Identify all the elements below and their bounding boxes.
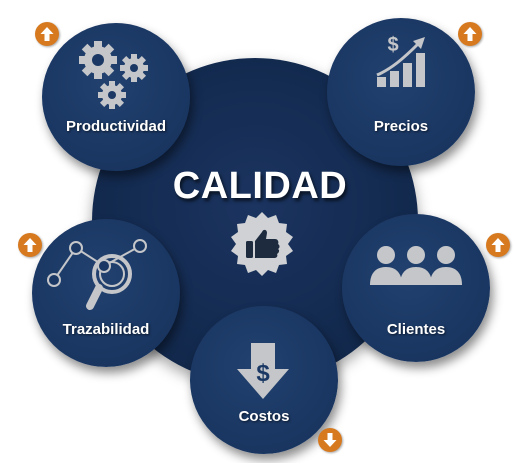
node-productividad-label: Productividad — [65, 118, 166, 135]
dollar-down-arrow-icon: $ — [237, 343, 289, 399]
node-precios-label: Precios — [373, 118, 429, 135]
svg-text:$: $ — [256, 360, 270, 387]
trend-down-icon — [318, 428, 342, 452]
node-clientes-label: Clientes — [386, 321, 446, 338]
node-precios — [327, 18, 475, 166]
svg-text:$: $ — [387, 34, 398, 56]
node-clientes — [342, 214, 490, 362]
hub-title: CALIDAD — [172, 165, 348, 207]
network-magnifier-icon — [47, 239, 147, 310]
trend-up-icon — [18, 233, 42, 257]
people-group-icon — [370, 246, 462, 285]
trend-up-icon — [486, 233, 510, 257]
trend-up-icon — [458, 22, 482, 46]
bar-chart-dollar-icon: $ — [376, 34, 425, 87]
node-trazabilidad-label: Trazabilidad — [62, 321, 150, 338]
node-costos-label: Costos — [238, 408, 290, 425]
gears-icon — [79, 41, 148, 109]
thumbs-up-seal-icon — [231, 212, 293, 276]
trend-up-icon — [35, 22, 59, 46]
